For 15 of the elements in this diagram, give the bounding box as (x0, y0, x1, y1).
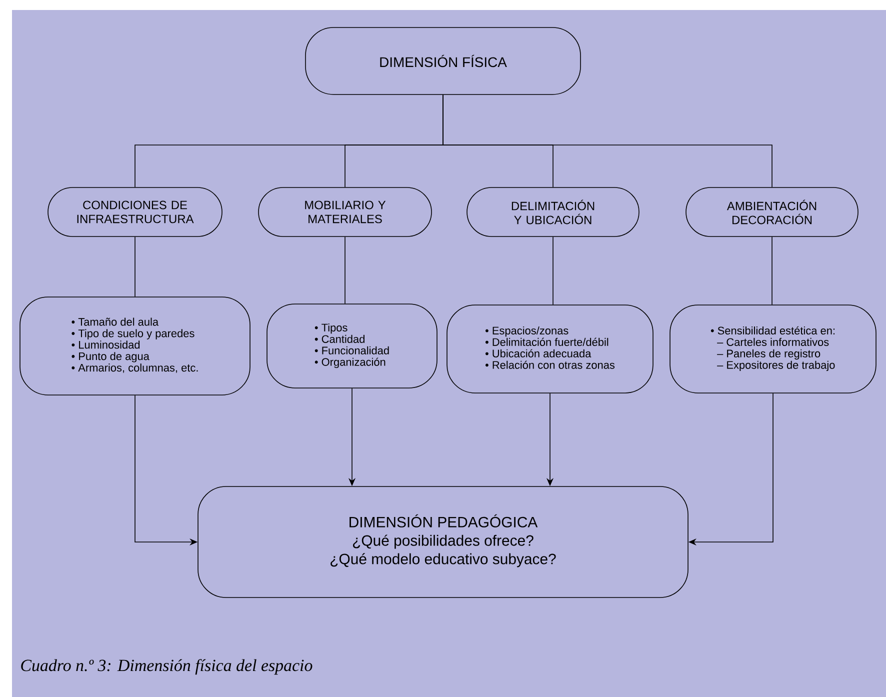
category-box: DELIMITACIÓN Y UBICACIÓN (466, 187, 640, 237)
list-box: • Espacios/zonas • Delimitación fuerte/débil • Ubicación adecuada • Relación con otras zonas (446, 304, 654, 394)
list-box: • Sensibilidad estética en: – Carteles informativos – Paneles de registro – Expositores de trabajo (670, 304, 876, 394)
list-box: • Tipos • Cantidad • Funcionalidad • Organización (266, 304, 438, 388)
connector (134, 236, 136, 297)
connector (442, 94, 772, 188)
list-box: • Tamaño del aula • Tipo de suelo y paredes • Luminosidad • Punto de agua • Armarios, columnas, etc. (20, 296, 250, 396)
category-box: AMBIENTACIÓN DECORACIÓN (686, 187, 858, 237)
category-box: MOBILIARIO Y MATERIALES (258, 187, 432, 237)
connector (344, 236, 346, 304)
caption: Cuadro n.º 3: Dimensión física del espacio (21, 659, 312, 675)
result-box: DIMENSIÓN PEDAGÓGICA ¿Qué posibilidades ofrece? ¿Qué modelo educativo subyace? (198, 486, 688, 598)
connector (552, 236, 554, 305)
category-box: CONDICIONES DE INFRAESTRUCTURA (48, 187, 222, 237)
title-box: DIMENSIÓN FÍSICA (305, 27, 581, 95)
